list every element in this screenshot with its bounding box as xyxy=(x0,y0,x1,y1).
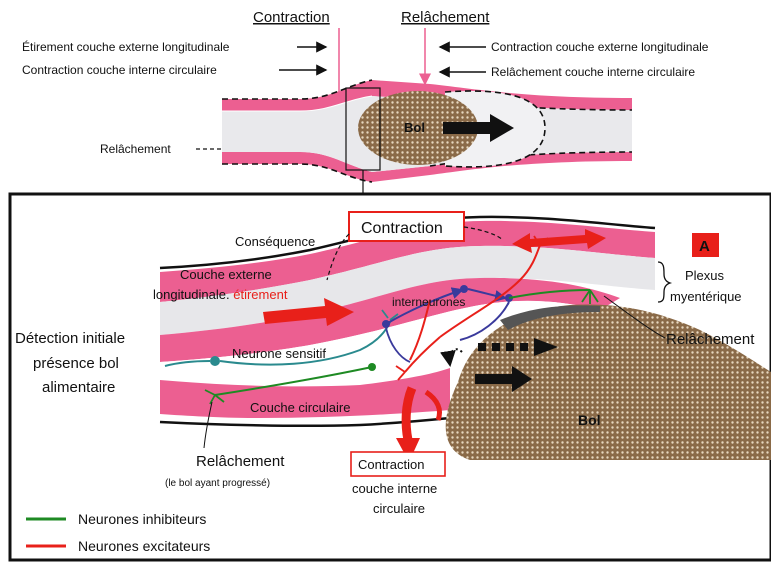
circular-layer-label: Couche circulaire xyxy=(250,400,350,415)
inner-layer-line2: circulaire xyxy=(373,501,425,516)
relaxation-bottom-note: (le bol ayant progressé) xyxy=(165,478,270,489)
right-label-contraction: Contraction couche externe longitudinale xyxy=(491,40,709,54)
detail-panel: Bol xyxy=(10,194,771,560)
top-panel: Bol Contraction Relâchement Étirement co… xyxy=(22,9,709,193)
relachement-header: Relâchement xyxy=(401,9,490,26)
relaxation-bottom-label: Relâchement xyxy=(196,453,285,470)
legend-inhibitory-label: Neurones inhibiteurs xyxy=(78,511,206,527)
legend: Neurones inhibiteurs Neurones excitateur… xyxy=(26,511,210,554)
consequence-label: Conséquence xyxy=(235,234,315,249)
outer-layer-line2: longitudinale. étirement xyxy=(153,287,288,302)
panel-letter: A xyxy=(699,238,710,255)
detection-line2: présence bol xyxy=(33,355,119,372)
contraction-top-label: Contraction xyxy=(361,220,443,237)
contraction-header: Contraction xyxy=(253,9,330,26)
legend-excitatory-label: Neurones excitateurs xyxy=(78,538,210,554)
interneurons-label: interneurones xyxy=(392,295,465,309)
contraction-bottom-label: Contraction xyxy=(358,457,424,472)
plexus-line2: myentérique xyxy=(670,289,742,304)
circular-contraction-arrow xyxy=(406,388,412,440)
detection-line3: alimentaire xyxy=(42,379,115,396)
outer-layer-line1: Couche externe xyxy=(180,267,272,282)
inner-layer-line1: couche interne xyxy=(352,481,437,496)
right-label-relaxation: Relâchement couche interne circulaire xyxy=(491,65,695,79)
top-bolus-label: Bol xyxy=(404,120,425,135)
detail-bolus-label: Bol xyxy=(578,412,601,428)
relaxation-right-label: Relâchement xyxy=(666,331,755,348)
left-label-contraction: Contraction couche interne circulaire xyxy=(22,63,217,77)
left-label-stretch: Étirement couche externe longitudinale xyxy=(22,39,230,54)
plexus-brace xyxy=(658,262,670,302)
detection-line1: Détection initiale xyxy=(15,330,125,347)
sensory-neuron-label: Neurone sensitif xyxy=(232,346,326,361)
plexus-line1: Plexus xyxy=(685,268,725,283)
relachement-left-label: Relâchement xyxy=(100,142,171,156)
